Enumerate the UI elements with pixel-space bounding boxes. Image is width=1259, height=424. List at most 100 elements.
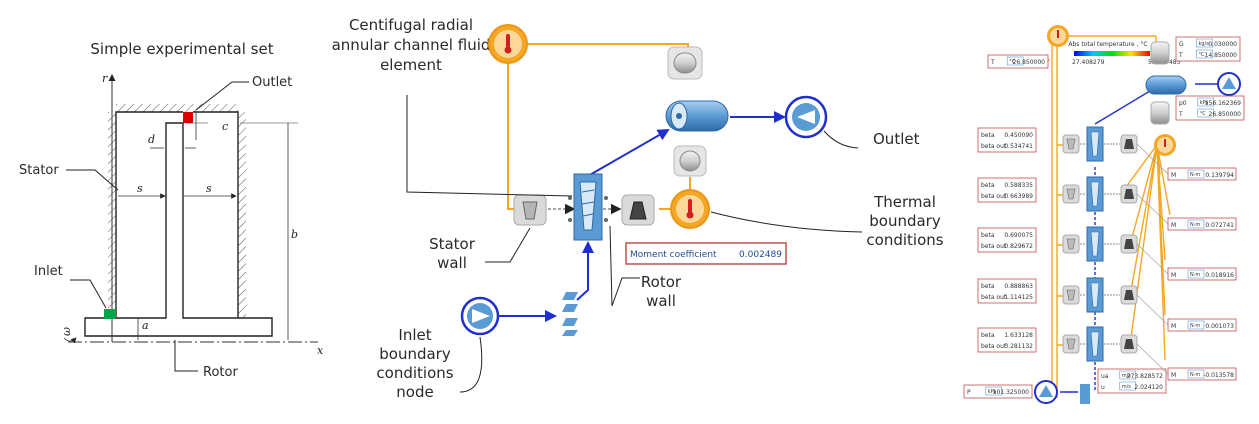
pipe-node-top[interactable] — [667, 46, 703, 80]
stage-row[interactable] — [1062, 226, 1138, 262]
outlet-node[interactable] — [665, 100, 729, 132]
omega-label: ω — [60, 327, 73, 336]
inlet-boundary-node[interactable] — [460, 296, 500, 336]
inlet-marker — [104, 309, 116, 319]
inlet-seal-small[interactable] — [1074, 384, 1090, 404]
moment-value: 0.001073 — [1205, 323, 1234, 330]
beta-out-label: beta out — [981, 143, 1007, 150]
beta-out-value: 3.281132 — [1004, 343, 1033, 350]
rotor-wall-node[interactable] — [621, 194, 655, 226]
param-value: 2.024120 — [1134, 384, 1163, 391]
stage-row[interactable] — [1062, 326, 1138, 362]
rotor-outline — [84, 122, 273, 337]
rotor-pointer — [174, 340, 198, 372]
inlet-pointer-mid — [459, 336, 483, 393]
beta-out-label: beta out — [981, 343, 1007, 350]
param-name: ua — [1101, 373, 1109, 380]
stator-wall-node[interactable] — [513, 194, 547, 226]
beta-label: beta — [981, 232, 995, 239]
param-value: 101.325000 — [993, 389, 1029, 396]
outlet-node-small[interactable] — [1145, 75, 1187, 95]
inlet-pointer — [70, 279, 107, 309]
top-wall-hatch — [116, 104, 238, 112]
thermal-pointer — [710, 211, 863, 233]
beta-label: beta — [981, 182, 995, 189]
param-unit: kg/s — [1198, 41, 1209, 47]
param-unit: kPa — [1200, 100, 1209, 106]
beta-value: 0.450090 — [1004, 132, 1033, 139]
stator-wall-pointer — [485, 227, 531, 263]
left-title: Simple experimental set — [90, 40, 273, 58]
inlet-seal-node[interactable] — [562, 292, 578, 336]
channel-fluid-element[interactable] — [568, 173, 608, 241]
param-unit: °C — [1009, 59, 1016, 65]
param-value: 14.850000 — [1205, 52, 1238, 59]
element-pointer — [406, 95, 573, 197]
param-value: 273.828572 — [1127, 373, 1163, 380]
pipe-node-top-small[interactable] — [1150, 41, 1170, 65]
stage-row[interactable] — [1062, 126, 1138, 162]
param-value: 26.850000 — [1209, 111, 1242, 118]
beta-out-label: beta out — [981, 294, 1007, 301]
stage-row[interactable] — [1062, 176, 1138, 212]
beta-out-value: 0.663989 — [1004, 193, 1033, 200]
stage-row[interactable] — [1062, 277, 1138, 313]
colorbar-min: 27.408279 — [1072, 59, 1105, 66]
beta-label: beta — [981, 283, 995, 290]
moment-name: M — [1171, 222, 1176, 229]
moment-unit: N·m — [1190, 172, 1200, 178]
beta-value: 0.588335 — [1004, 182, 1033, 189]
beta-out-label: beta out — [981, 243, 1007, 250]
thermal-link-top — [528, 43, 689, 53]
param-name: P — [967, 389, 971, 396]
s2-label: s — [206, 182, 212, 195]
beta-label: beta — [981, 132, 995, 139]
s1-label: s — [137, 182, 143, 195]
beta-out-label: beta out — [981, 193, 1007, 200]
beta-value: 0.888863 — [1004, 283, 1033, 290]
thermal-node-top[interactable] — [488, 24, 528, 64]
a-label: a — [142, 319, 149, 332]
experimental-set-diagram: Simple experimental set r x s s d c b — [19, 40, 324, 380]
pipe-node-bottom[interactable] — [673, 145, 707, 177]
param-unit: kPa — [988, 389, 997, 395]
moment-name: M — [1171, 172, 1176, 179]
param-unit: °C — [1200, 111, 1207, 117]
stator-right-hatch — [238, 112, 246, 318]
param-unit: m/s — [1122, 373, 1132, 379]
thermal-node-right[interactable] — [670, 189, 710, 229]
moment-coefficient-label: Moment coefficient — [630, 250, 717, 260]
flow-to-outlet-node — [587, 129, 670, 177]
top-left-box: T°C26.850000 — [987, 54, 1049, 69]
param-value: 0.030000 — [1208, 41, 1237, 48]
outlet-boundary-node[interactable] — [784, 95, 828, 139]
param-unit: m/s — [1122, 384, 1132, 390]
x-axis-label: x — [317, 344, 324, 357]
param-name: T — [1178, 111, 1183, 118]
param-value: 156.162369 — [1205, 100, 1241, 107]
beta-out-value: 0.829672 — [1004, 243, 1033, 250]
pipe-node-bottom-small[interactable] — [1150, 101, 1170, 125]
param-name: T — [990, 59, 995, 66]
beta-out-value: 1.114125 — [1004, 294, 1033, 301]
thermometer-icon — [688, 199, 692, 213]
stator-left-hatch — [108, 112, 116, 318]
b-label: b — [291, 228, 298, 241]
beta-out-value: 0.534741 — [1004, 143, 1033, 150]
thermometer-icon — [506, 34, 510, 48]
moment-unit: N·m — [1190, 372, 1200, 378]
moment-coefficient-value: 0.002489 — [739, 250, 782, 260]
